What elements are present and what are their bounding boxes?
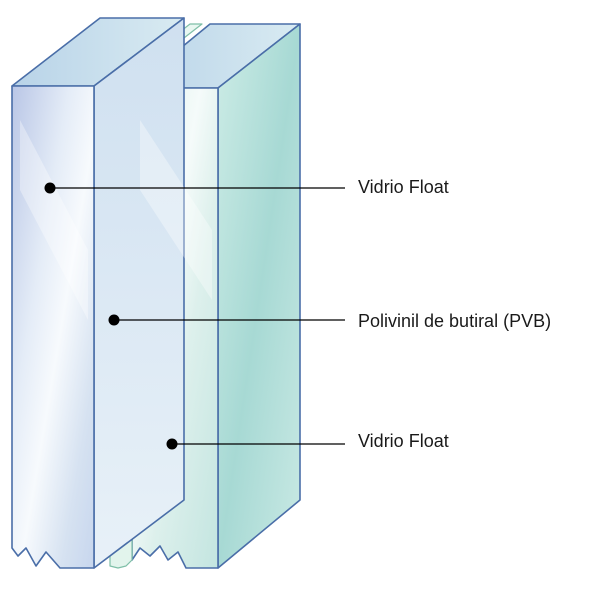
- front-glass-pane: [11, 17, 185, 569]
- leader-bottom: [166, 438, 345, 450]
- label-vidrio-float-back: Vidrio Float: [358, 431, 449, 451]
- front-glass-side: [93, 17, 185, 569]
- leader-middle: [108, 314, 345, 326]
- front-glass-highlight: [20, 120, 88, 320]
- front-glass-front: [11, 85, 95, 569]
- leader-bottom-dot: [166, 438, 178, 450]
- leader-top-dot: [44, 182, 56, 194]
- back-glass-side: [217, 23, 301, 569]
- label-pvb-interlayer: Polivinil de butiral (PVB): [358, 311, 552, 331]
- label-vidrio-float-front: Vidrio Float: [358, 177, 449, 197]
- leader-middle-dot: [108, 314, 120, 326]
- leader-top: [44, 182, 345, 194]
- back-glass-highlight: [140, 120, 212, 300]
